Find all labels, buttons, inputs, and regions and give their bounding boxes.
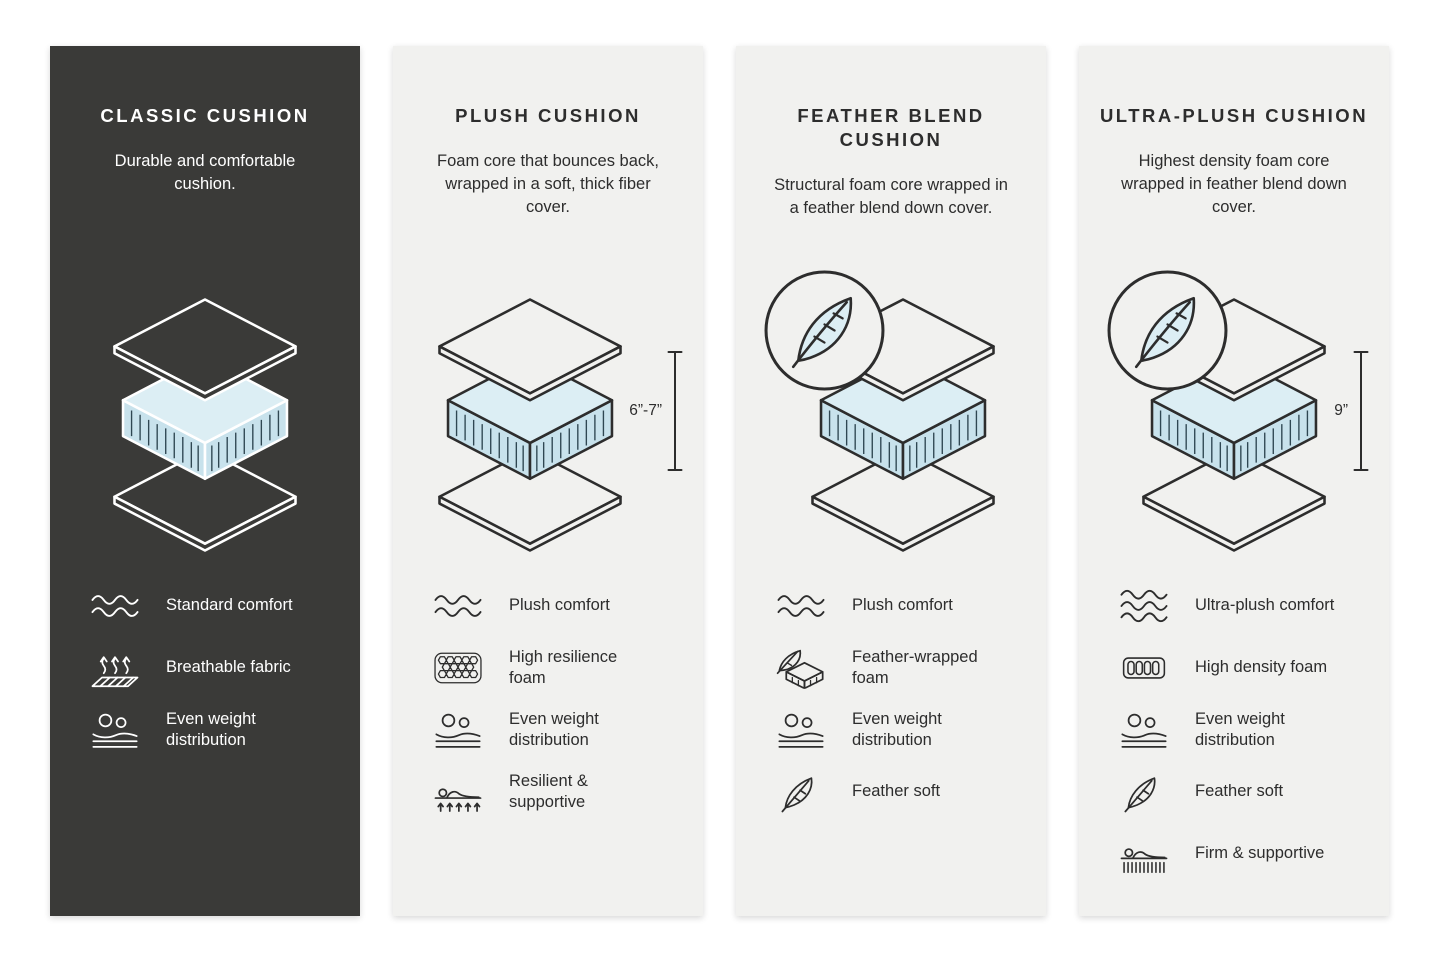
measurement-label: 9” — [1334, 402, 1348, 419]
honeycomb-foam-icon — [432, 646, 484, 690]
feather-badge-icon — [1105, 268, 1230, 393]
feature-row: High density foam — [1117, 646, 1371, 690]
feature-row: Feather-wrapped foam — [774, 646, 1028, 690]
feature-row: Breathable fabric — [88, 646, 342, 690]
panel-title: PLUSH CUSHION — [455, 105, 641, 126]
feature-label: Plush comfort — [852, 596, 953, 615]
cushion-comparison-panels: CLASSIC CUSHION Durable and comfortable … — [50, 46, 1389, 916]
high-density-foam-icon — [1118, 646, 1170, 690]
feature-row: Even weight distribution — [88, 708, 342, 752]
measurement-ruler-icon — [667, 350, 683, 472]
breathable-fabric-icon — [89, 646, 141, 690]
feather-icon — [1118, 770, 1170, 814]
feather-wrapped-foam-icon — [775, 646, 827, 690]
height-measurement: 9” — [1334, 350, 1369, 472]
feature-row: Feather soft — [1117, 770, 1371, 814]
height-measurement: 6”-7” — [629, 350, 683, 472]
feature-list: Ultra-plush comfort High density foam Ev… — [1079, 584, 1389, 876]
feature-label: Firm & supportive — [1195, 844, 1325, 863]
feature-label: Breathable fabric — [166, 658, 291, 677]
wave-icon — [89, 584, 141, 628]
panel-description: Highest density foam core wrapped in fea… — [1121, 152, 1347, 217]
feature-row: Plush comfort — [774, 584, 1028, 628]
feature-label: High resilience foam — [509, 647, 618, 687]
feature-row: Plush comfort — [431, 584, 685, 628]
feature-row: Firm & supportive — [1117, 832, 1371, 876]
wave-icon — [775, 584, 827, 628]
feature-row: Resilient & supportive — [431, 770, 685, 814]
feature-label: Plush comfort — [509, 596, 610, 615]
feature-label: Ultra-plush comfort — [1195, 596, 1335, 615]
panel-description: Structural foam core wrapped in a feathe… — [774, 176, 1008, 218]
cushion-layers-illustration — [419, 296, 641, 554]
feature-label: Feather soft — [852, 782, 941, 801]
feather-icon — [775, 770, 827, 814]
even-weight-icon — [1118, 708, 1170, 752]
measurement-ruler-icon — [1353, 350, 1369, 472]
feature-list: Plush comfort High resilience foam Even … — [393, 584, 703, 814]
feature-list: Plush comfort Feather-wrapped foam Even … — [736, 584, 1046, 814]
panel-title: ULTRA-PLUSH CUSHION — [1099, 105, 1369, 126]
panel-classic-cushion: CLASSIC CUSHION Durable and comfortable … — [50, 46, 360, 916]
feature-row: Even weight distribution — [431, 708, 685, 752]
cushion-diagram: 9” — [1079, 284, 1389, 584]
feature-row: Even weight distribution — [774, 708, 1028, 752]
even-weight-icon — [89, 708, 141, 752]
panel-title: FEATHER BLEND CUSHION — [797, 105, 985, 151]
firm-supportive-icon — [1118, 832, 1170, 876]
panel-ultra-plush-cushion: ULTRA-PLUSH CUSHION Highest density foam… — [1079, 46, 1389, 916]
cushion-diagram: 6”-7” — [393, 284, 703, 584]
cushion-diagram — [50, 284, 360, 584]
feature-row: Standard comfort — [88, 584, 342, 628]
cushion-layers-illustration — [94, 296, 316, 554]
feature-label: Standard comfort — [166, 596, 293, 615]
feature-label: High density foam — [1195, 658, 1328, 677]
feather-badge-icon — [762, 268, 887, 393]
resilient-supportive-icon — [432, 770, 484, 814]
panel-feather-blend-cushion: FEATHER BLEND CUSHION Structural foam co… — [736, 46, 1046, 916]
feature-label: Resilient & supportive — [509, 771, 588, 811]
feature-row: High resilience foam — [431, 646, 685, 690]
panel-description: Durable and comfortable cushion. — [114, 152, 296, 194]
even-weight-icon — [775, 708, 827, 752]
feature-label: Even weight distribution — [166, 709, 256, 749]
feature-label: Even weight distribution — [509, 709, 599, 749]
feature-row: Ultra-plush comfort — [1117, 584, 1371, 628]
panel-title: CLASSIC CUSHION — [100, 105, 310, 126]
wave-icon — [432, 584, 484, 628]
panel-plush-cushion: PLUSH CUSHION Foam core that bounces bac… — [393, 46, 703, 916]
feature-label: Feather soft — [1195, 782, 1284, 801]
feature-row: Even weight distribution — [1117, 708, 1371, 752]
even-weight-icon — [432, 708, 484, 752]
feature-list: Standard comfort Breathable fabric Even … — [50, 584, 360, 752]
cushion-diagram — [736, 284, 1046, 584]
measurement-label: 6”-7” — [629, 402, 662, 419]
feature-label: Even weight distribution — [852, 709, 942, 749]
feature-label: Even weight distribution — [1195, 709, 1285, 749]
triple-wave-icon — [1118, 584, 1170, 628]
feature-label: Feather-wrapped foam — [852, 647, 978, 687]
feature-row: Feather soft — [774, 770, 1028, 814]
panel-description: Foam core that bounces back, wrapped in … — [437, 152, 659, 217]
